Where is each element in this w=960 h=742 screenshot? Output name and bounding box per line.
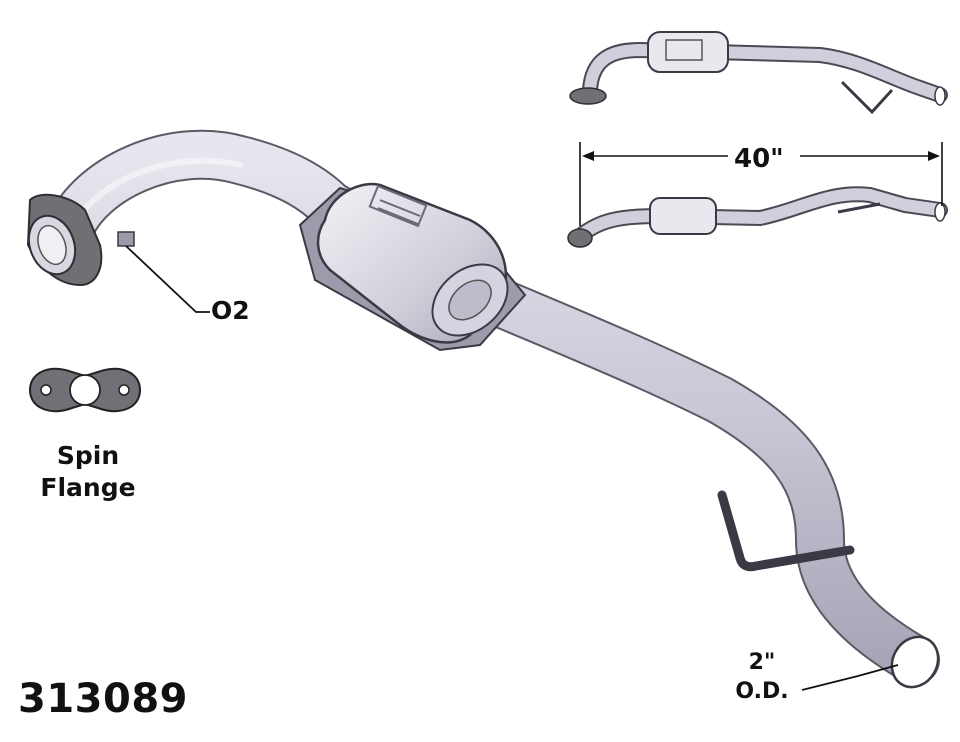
- length-dimension-label: 40": [734, 144, 784, 174]
- spin-label-line2: Flange: [40, 473, 136, 502]
- outlet-opening: [890, 635, 940, 689]
- hanger-rod-icon: [717, 490, 855, 572]
- o2-sensor-boss: [117, 231, 135, 247]
- main-exhaust-assembly: [26, 129, 940, 689]
- spin-label-line1: Spin: [56, 441, 120, 470]
- od-leader-line: [801, 664, 899, 691]
- spin-flange-label: Spin Flange: [32, 440, 144, 504]
- inlet-flange: [26, 193, 103, 287]
- part-number: 313089: [18, 676, 188, 722]
- outlet-diameter-label: 2" O.D.: [722, 648, 802, 706]
- o2-leader-line: [125, 245, 210, 313]
- o2-sensor-label: O2: [211, 296, 250, 325]
- side-view-thumbnail: [567, 186, 948, 248]
- od-label-line2: O.D.: [735, 679, 789, 704]
- logo-stamp: [368, 184, 428, 228]
- top-view-thumbnail: [569, 31, 948, 115]
- dimension-line: [579, 142, 943, 226]
- od-label-line1: 2": [748, 650, 776, 675]
- catalytic-converter: [298, 182, 527, 352]
- spin-flange-gasket-icon: [28, 367, 142, 413]
